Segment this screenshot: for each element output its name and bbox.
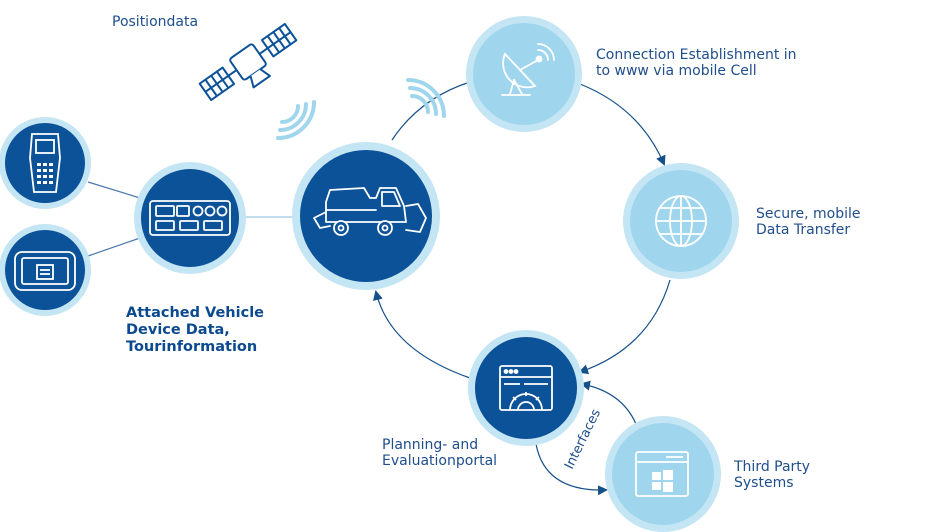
third-party-node [605, 416, 721, 532]
rugged-tablet-icon [14, 251, 76, 291]
secure-transfer-label: Secure, mobile Data Transfer [756, 206, 861, 238]
attached-vehicle-label-line2: Device Data, [126, 322, 230, 338]
device-control-panel-icon [149, 200, 231, 236]
attached-vehicle-label-line3: Tourinformation [126, 339, 258, 355]
connection-label-line2: to www via mobile Cell [596, 63, 757, 79]
arrow-globe-to-portal [578, 279, 671, 375]
link-tablet-panel [87, 237, 141, 257]
vehicle-node [292, 142, 440, 290]
attached-vehicle-label: Attached Vehicle Device Data, Tourinform… [126, 305, 264, 356]
planning-portal-label: Planning- and Evaluationportal [382, 437, 497, 469]
snowplow-truck-icon [313, 187, 427, 236]
connection-label-line1: Connection Establishment in [596, 47, 797, 63]
windows-app-icon [635, 451, 689, 497]
arrow-portal-to-truck [373, 290, 471, 379]
wireless-signal-icon [406, 78, 446, 118]
third-party-label: Third Party Systems [734, 459, 810, 491]
planning-portal-label-line2: Evaluationportal [382, 453, 498, 469]
secure-transfer-label-line1: Secure, mobile [756, 206, 861, 222]
globe-icon [655, 195, 707, 247]
portal-window-gear-icon [499, 365, 553, 411]
attached-vehicle-label-line1: Attached Vehicle [126, 305, 265, 321]
link-handheld-panel [87, 181, 141, 199]
device-panel-node [134, 162, 246, 274]
connection-label: Connection Establishment in to www via m… [596, 47, 797, 79]
handheld-terminal-node [0, 117, 91, 209]
satellite-dish-icon [501, 43, 555, 96]
connector-lines [87, 81, 671, 496]
third-party-label-line2: Systems [734, 475, 794, 491]
planning-portal-label-line1: Planning- and [382, 437, 479, 453]
mobile-cell-node [466, 16, 582, 132]
arrow-third-party-to-portal [580, 380, 637, 425]
positiondata-label: Positiondata [112, 14, 199, 30]
globe-node [623, 163, 739, 279]
arrow-portal-to-third-party [535, 443, 608, 496]
handheld-terminal-icon [29, 133, 61, 193]
satellite-icon [198, 22, 298, 102]
wireless-signal-icon [276, 100, 316, 140]
third-party-label-line1: Third Party [734, 459, 811, 475]
rugged-tablet-node [0, 224, 91, 316]
secure-transfer-label-line2: Data Transfer [756, 222, 851, 238]
portal-node [468, 330, 584, 446]
arrow-cell-to-globe [579, 83, 666, 166]
